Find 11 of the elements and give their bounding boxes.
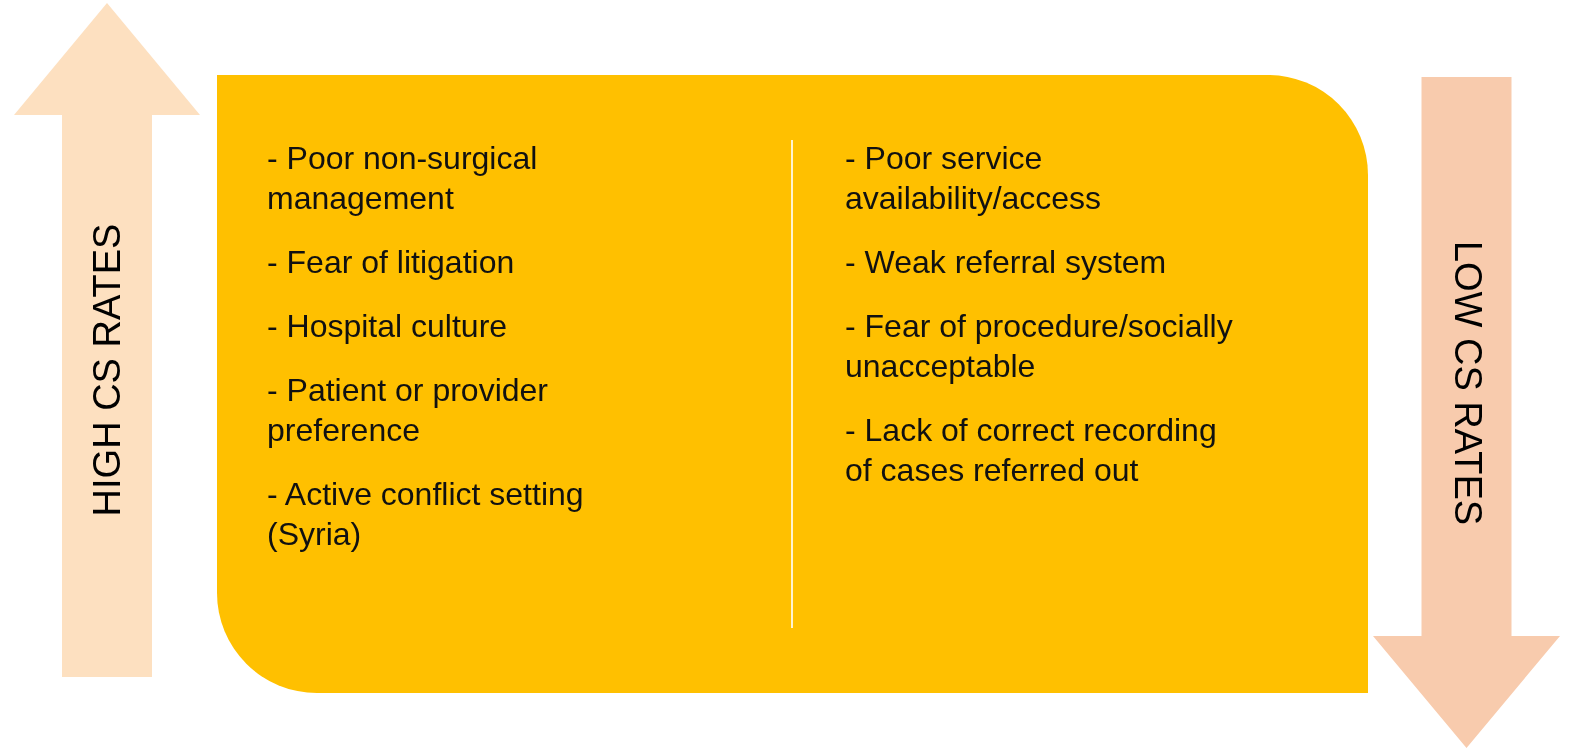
list-item: - Patient or provider preference — [267, 371, 549, 450]
list-item: - Weak referral system — [845, 243, 1168, 282]
list-item: - Poor service availability/access — [845, 139, 1103, 218]
list-item: - Lack of correct recording of cases referred out — [845, 411, 1218, 490]
list-item: - Poor non-surgical management — [267, 139, 539, 218]
list-item: - Active conflict setting (Syria) — [267, 475, 585, 554]
list-item: - Hospital culture — [267, 307, 509, 346]
arrow-label: LOW CS RATES — [1445, 240, 1488, 525]
arrow-label: HIGH CS RATES — [85, 223, 129, 517]
list-item: - Fear of litigation — [267, 243, 516, 282]
list-item: - Fear of procedure/socially unacceptable — [845, 307, 1234, 386]
